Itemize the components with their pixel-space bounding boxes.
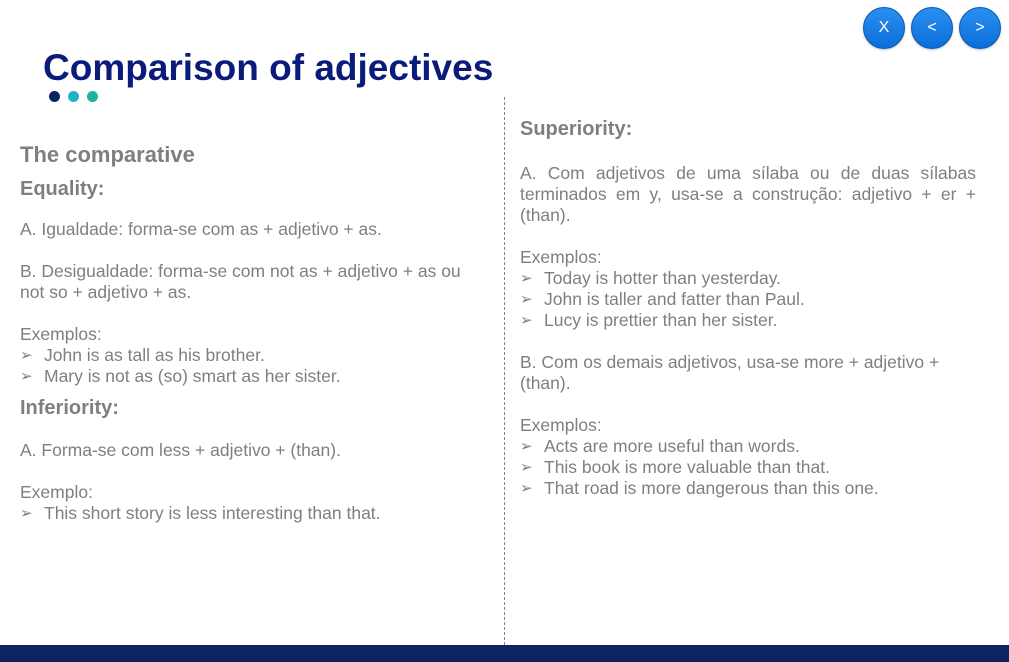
slide-title: Comparison of adjectives xyxy=(43,47,494,88)
decor-dot xyxy=(68,91,79,102)
previous-button[interactable]: < xyxy=(911,7,953,49)
examples-label: Exemplos: xyxy=(20,324,102,344)
equality-rule-b: B. Desigualdade: forma-se com not as + a… xyxy=(20,261,461,302)
arrow-bullet-icon: ➢ xyxy=(520,312,533,329)
superiority-rule-b: B. Com os demais adjetivos, usa-se more … xyxy=(520,352,940,393)
list-item: ➢Acts are more useful than words. xyxy=(520,436,800,456)
arrow-bullet-icon: ➢ xyxy=(20,505,33,522)
section-heading-comparative: The comparative xyxy=(20,142,195,167)
list-item: ➢Mary is not as (so) smart as her sister… xyxy=(20,366,341,386)
column-divider xyxy=(504,97,505,645)
decor-dot xyxy=(49,91,60,102)
superiority-heading: Superiority: xyxy=(520,118,633,140)
equality-rule-a: A. Igualdade: forma-se com as + adjetivo… xyxy=(20,219,382,239)
list-item: ➢Today is hotter than yesterday. xyxy=(520,268,782,288)
list-item: ➢This book is more valuable than that. xyxy=(520,457,830,477)
navigation-buttons: X < > xyxy=(863,7,1001,49)
inferiority-heading: Inferiority: xyxy=(20,397,119,419)
examples-label: Exemplos: xyxy=(520,247,602,267)
next-button[interactable]: > xyxy=(959,7,1001,49)
arrow-bullet-icon: ➢ xyxy=(20,368,33,385)
superiority-rule-a: A. Com adjetivos de uma sílaba ou de dua… xyxy=(520,163,976,225)
list-item: ➢Lucy is prettier than her sister. xyxy=(520,310,778,330)
decor-dot xyxy=(87,91,98,102)
example-label: Exemplo: xyxy=(20,482,93,502)
footer-bar xyxy=(0,645,1009,662)
list-item: ➢John is as tall as his brother. xyxy=(20,345,265,365)
close-button[interactable]: X xyxy=(863,7,905,49)
arrow-bullet-icon: ➢ xyxy=(520,291,533,308)
equality-heading: Equality: xyxy=(20,178,105,200)
title-decoration-dots xyxy=(49,91,98,102)
list-item: ➢This short story is less interesting th… xyxy=(20,503,381,523)
arrow-bullet-icon: ➢ xyxy=(520,480,533,497)
arrow-bullet-icon: ➢ xyxy=(20,347,33,364)
list-item: ➢That road is more dangerous than this o… xyxy=(520,478,879,498)
left-column: The comparative Equality: A. Igualdade: … xyxy=(20,144,488,524)
list-item: ➢John is taller and fatter than Paul. xyxy=(520,289,805,309)
arrow-bullet-icon: ➢ xyxy=(520,438,533,455)
examples-label: Exemplos: xyxy=(520,415,602,435)
arrow-bullet-icon: ➢ xyxy=(520,270,533,287)
arrow-bullet-icon: ➢ xyxy=(520,459,533,476)
right-column: Superiority: A. Com adjetivos de uma síl… xyxy=(520,119,976,499)
inferiority-rule-a: A. Forma-se com less + adjetivo + (than)… xyxy=(20,440,341,460)
